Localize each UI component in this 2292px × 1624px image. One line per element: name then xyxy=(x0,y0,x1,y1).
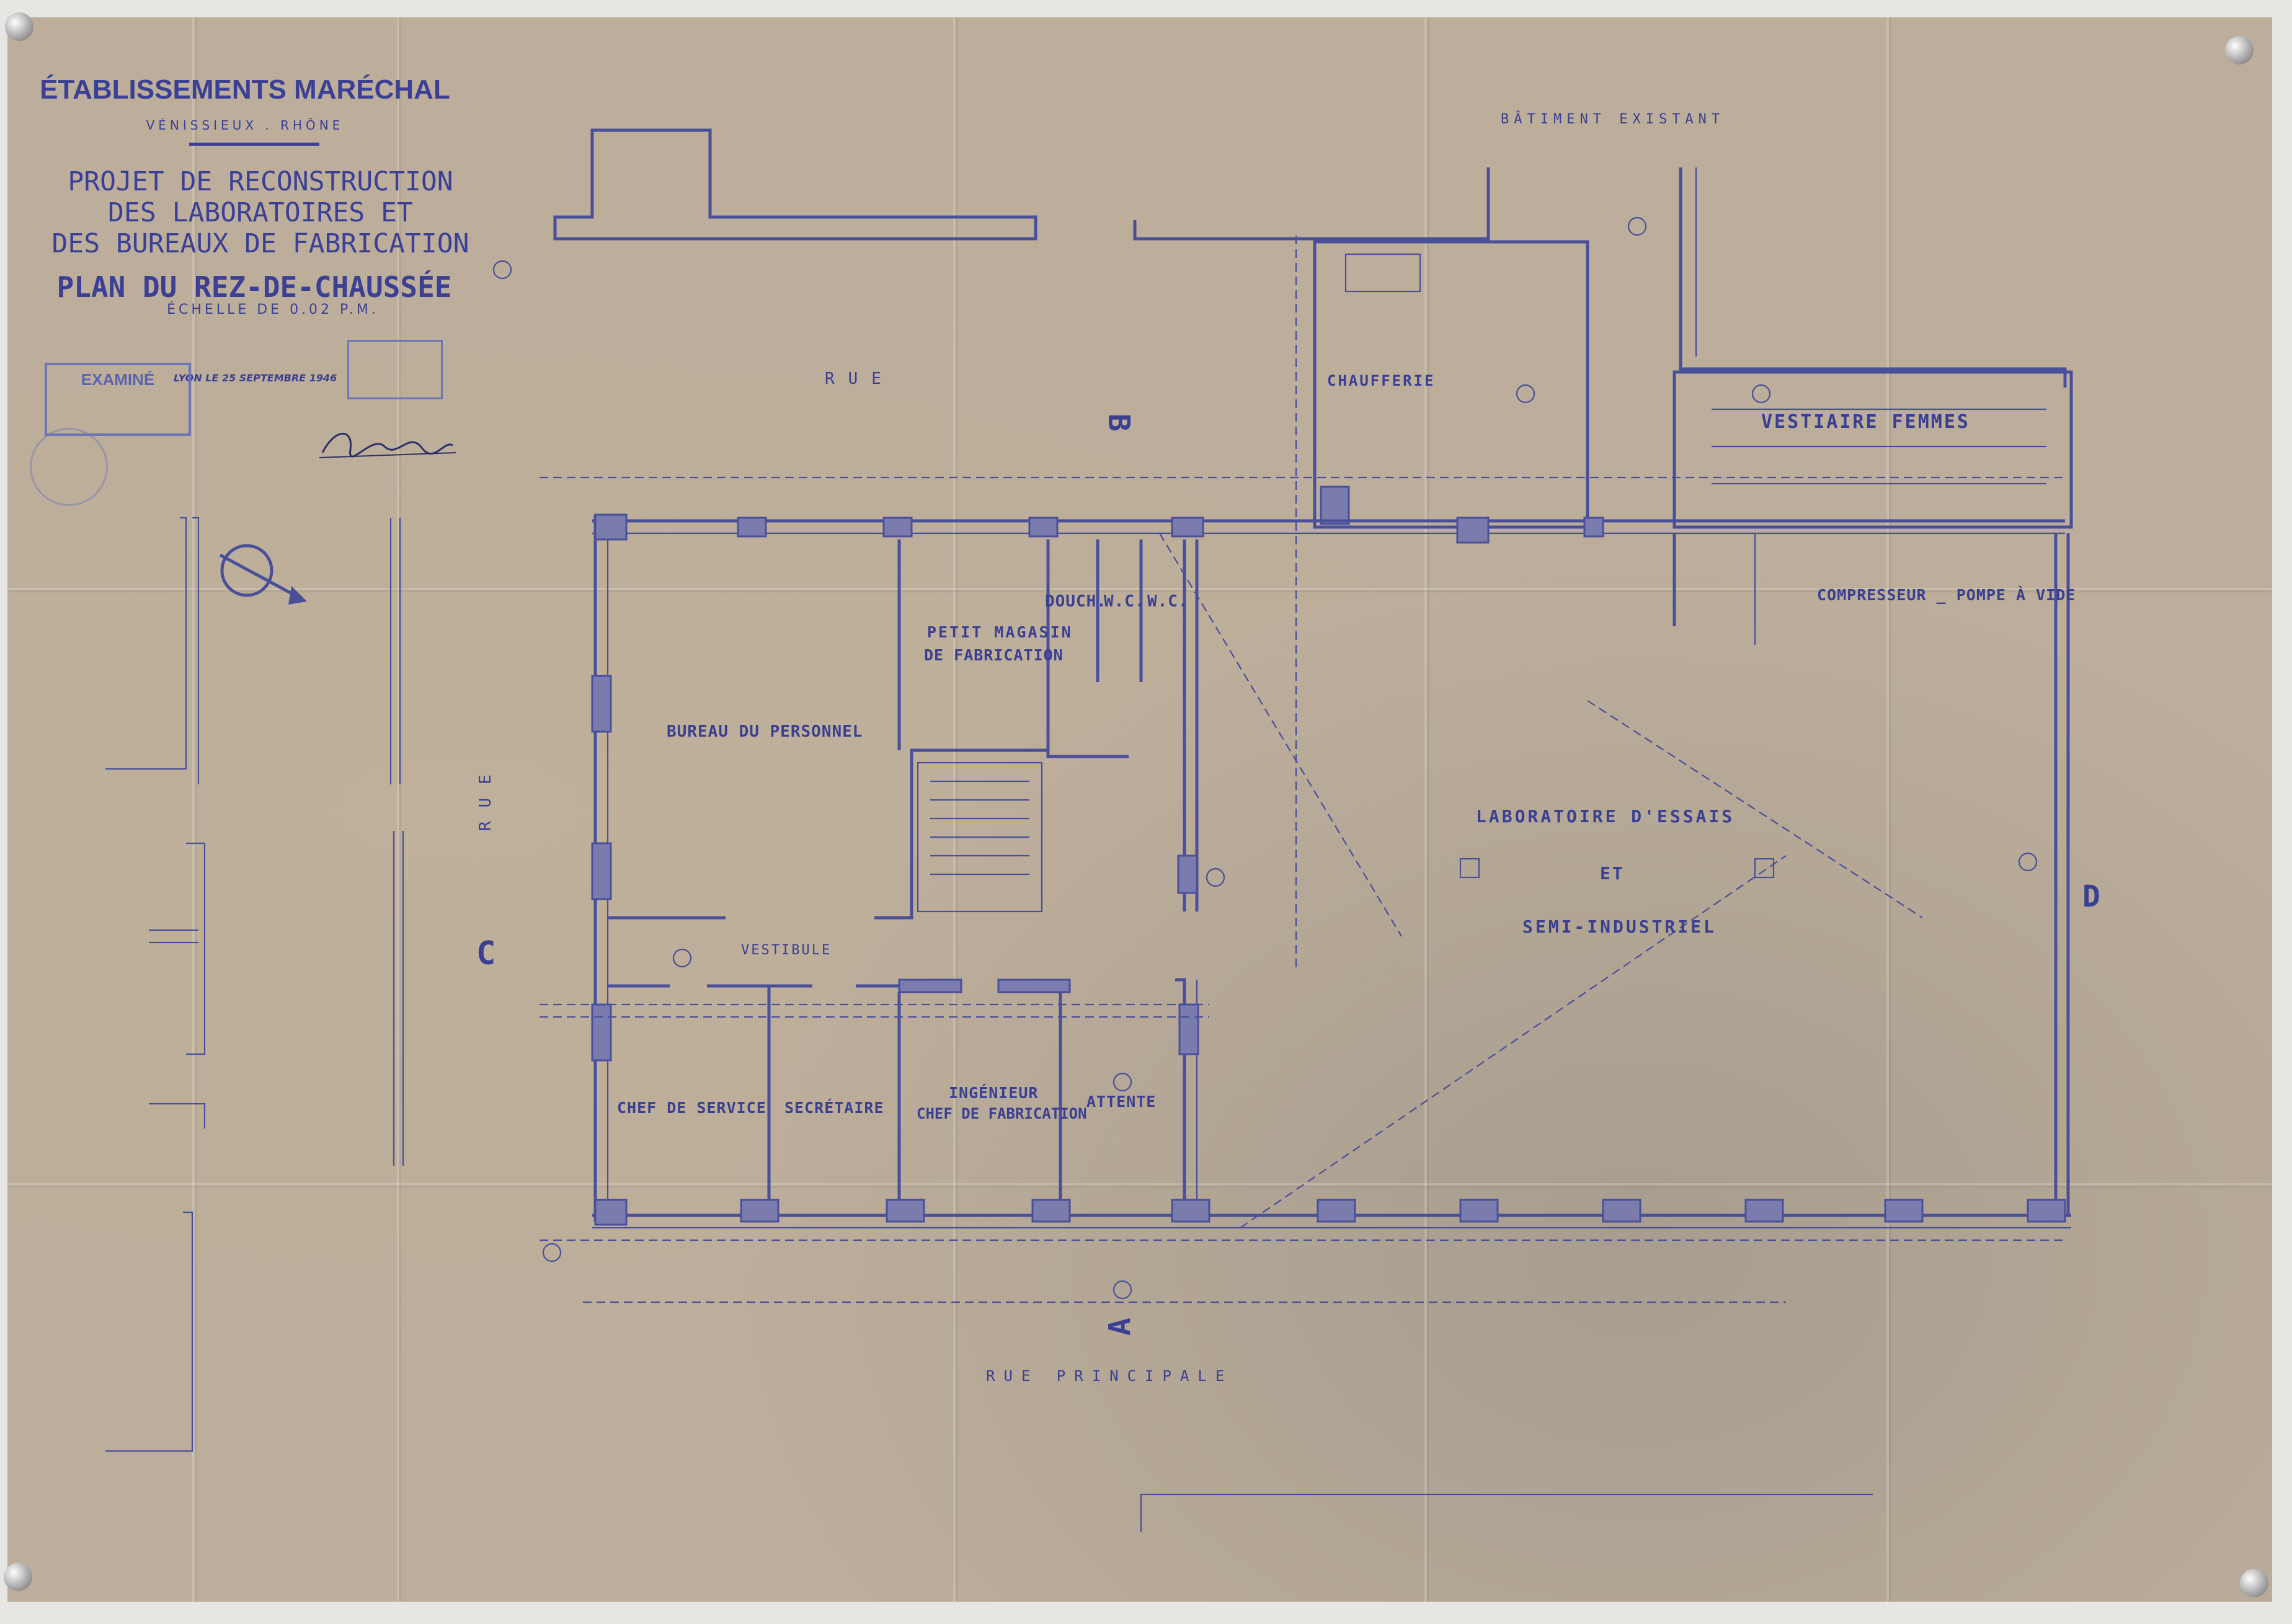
examine-stamp-text: EXAMINÉ xyxy=(81,370,155,389)
title-divider xyxy=(189,143,319,146)
location-text: VÉNISSIEUX . RHÔNE xyxy=(146,118,344,133)
examine-stamp: EXAMINÉ xyxy=(45,363,191,436)
room-label-secretaire: SECRÉTAIRE xyxy=(784,1099,884,1117)
fold-line xyxy=(397,17,399,1602)
project-line-3: DES BUREAUX DE FABRICATION xyxy=(51,228,469,259)
street-label-rue-left: RUE xyxy=(476,761,495,831)
project-line-1: PROJET DE RECONSTRUCTION xyxy=(68,166,453,197)
section-marker-a: A xyxy=(1102,1316,1137,1336)
pushpin-icon xyxy=(2240,1569,2268,1597)
room-label-ingenieur: INGÉNIEUR xyxy=(949,1084,1039,1102)
room-label-wc-2: W.C. xyxy=(1147,592,1189,611)
section-marker-b: B xyxy=(1101,414,1136,433)
room-label-laboratoire-et: ET xyxy=(1600,863,1625,884)
fold-line xyxy=(1424,17,1427,1602)
room-label-semi-industriel: SEMI-INDUSTRIEL xyxy=(1522,916,1717,937)
pushpin-icon xyxy=(5,12,33,41)
room-label-attente: ATTENTE xyxy=(1086,1093,1157,1111)
fold-line xyxy=(953,17,956,1602)
signature-mark xyxy=(319,432,456,458)
room-label-compresseur: COMPRESSEUR _ POMPE À VIDE xyxy=(1817,586,2076,604)
room-label-chef-service: CHEF DE SERVICE xyxy=(617,1099,766,1117)
pushpin-icon xyxy=(4,1563,32,1591)
room-label-wc-1: W.C. xyxy=(1104,592,1145,611)
fold-line xyxy=(192,17,195,1602)
room-label-vestibule: VESTIBULE xyxy=(741,943,832,958)
section-marker-c: C xyxy=(476,935,498,972)
section-marker-d: D xyxy=(2082,879,2102,914)
room-label-vestiaire: VESTIAIRE FEMMES xyxy=(1761,411,1970,433)
blueprint-sheet xyxy=(7,17,2272,1602)
fold-line xyxy=(7,1183,2272,1186)
date-line: LYON LE 25 SEPTEMBRE 1946 xyxy=(174,372,337,384)
round-stamp xyxy=(30,428,108,506)
room-label-petit-magasin-2: DE FABRICATION xyxy=(924,646,1064,664)
pushpin-icon xyxy=(2225,36,2254,64)
project-line-2: DES LABORATOIRES ET xyxy=(108,197,413,228)
main-street-label: RUE PRINCIPALE xyxy=(986,1367,1233,1385)
room-label-bureau-personnel: BUREAU DU PERSONNEL xyxy=(667,722,863,741)
scale-text: ÉCHELLE DE 0.02 P.M. xyxy=(167,302,379,317)
room-label-chaufferie: CHAUFFERIE xyxy=(1327,372,1436,389)
company-name: ÉTABLISSEMENTS MARÉCHAL xyxy=(40,74,450,105)
plan-title: PLAN DU REZ-DE-CHAUSSÉE xyxy=(56,270,452,304)
room-label-chef-fabrication: CHEF DE FABRICATION xyxy=(917,1105,1087,1122)
approval-stamp xyxy=(347,340,443,399)
room-label-laboratoire: LABORATOIRE D'ESSAIS xyxy=(1476,806,1735,827)
fold-line xyxy=(1886,17,1889,1602)
room-label-petit-magasin: PETIT MAGASIN xyxy=(927,623,1073,641)
existing-building-label: BÂTIMENT EXISTANT xyxy=(1501,112,1725,127)
street-label-rue-top: RUE xyxy=(825,370,895,388)
room-label-douche: DOUCH. xyxy=(1045,592,1107,611)
